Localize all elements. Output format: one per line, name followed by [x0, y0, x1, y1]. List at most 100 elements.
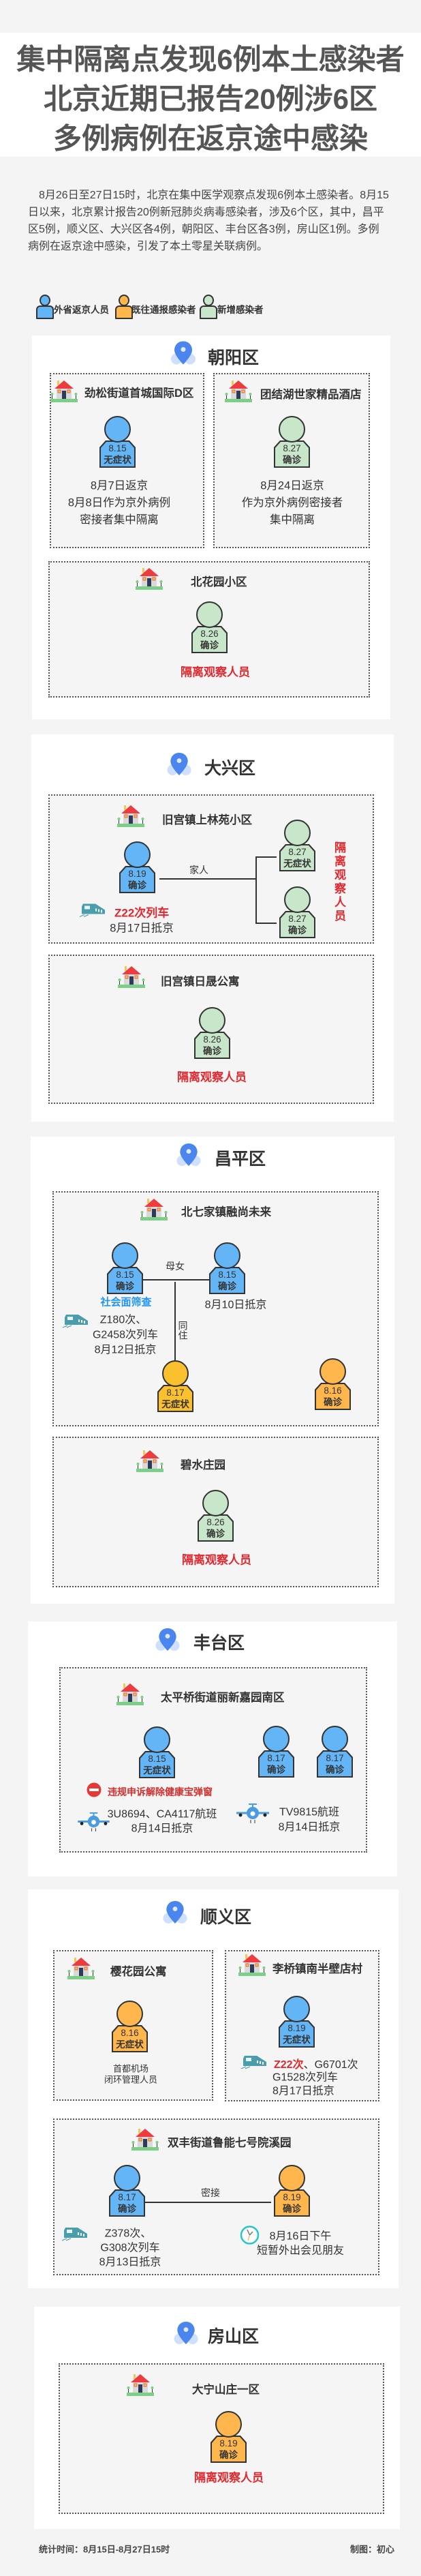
site-name: 旧宫镇日晟公寓 [161, 976, 240, 988]
case-status: 无症状 [104, 455, 131, 465]
site-box [59, 1667, 367, 1853]
alert-text: 违规申诉解除健康宝弹窗 [108, 1786, 213, 1797]
case-status: 确诊 [206, 1529, 225, 1539]
case-status: 确诊 [200, 640, 219, 650]
relation-label: 母女 [166, 1261, 185, 1272]
house-icon [67, 1956, 95, 1979]
case-date: 8.16 [121, 2028, 139, 2038]
flight-line: 3U8694、CA4117航班 [107, 1808, 217, 1821]
title-line-1: 集中隔离点发现6例本土感染者 [16, 43, 405, 76]
plane-icon [76, 1811, 112, 1832]
transport-line: G1528次列车 [272, 2071, 339, 2084]
train-icon [79, 902, 108, 918]
transport-line: 8月13日抵京 [99, 2256, 161, 2268]
case-status: 确诊 [116, 1281, 134, 1291]
case-date: 8.27 [288, 914, 307, 924]
relation-line [255, 856, 277, 858]
case-date: 8.19 [287, 2023, 306, 2033]
quarantine-tag: 隔离观察人员 [332, 841, 345, 923]
legend-label: 新增感染者 [217, 305, 264, 315]
transport-line: G2458次列车 [92, 1329, 159, 1341]
person-green-icon [200, 295, 217, 319]
site-box [53, 2118, 379, 2275]
legend-label: 外省返京人员 [54, 305, 109, 315]
title-band [0, 33, 421, 157]
quarantine-tag: 隔离观察人员 [194, 2471, 264, 2485]
stat-time: 统计时间：8月15日-8月27日15时 [39, 2544, 170, 2555]
case-date: 8.17 [166, 1388, 185, 1398]
district-name: 大兴区 [204, 759, 256, 778]
arrival-date: 8月17日抵京 [110, 922, 174, 935]
case-date: 8.19 [283, 2192, 301, 2202]
note-line: 8月7日返京 [90, 479, 149, 492]
district-name: 房山区 [208, 2327, 260, 2346]
site-name: 北花园小区 [191, 576, 247, 588]
house-icon [136, 1448, 163, 1472]
site-name: 团结湖世家精品酒店 [260, 389, 362, 401]
site-name: 李桥镇南半壁店村 [272, 1963, 362, 1975]
quarantine-tag: 隔离观察人员 [182, 1553, 251, 1567]
case-status: 确诊 [267, 1765, 285, 1775]
case-date: 8.15 [116, 1270, 134, 1280]
intro-paragraph: 8月26日至27日15时，北京在集中医学观察点发现6例本土感染者。8月15日以来… [28, 190, 389, 252]
case-status: 确诊 [283, 455, 301, 465]
case-status: 确诊 [283, 2204, 301, 2214]
house-icon [225, 378, 252, 402]
site-name: 樱花园公寓 [110, 1966, 167, 1978]
person-figure: 8.15 无症状 [99, 416, 136, 468]
house-icon [136, 566, 163, 590]
house-icon [116, 1681, 144, 1705]
case-date: 8.15 [108, 443, 127, 453]
site-name: 双丰街道鲁能七号院溪园 [168, 2137, 292, 2149]
train-icon [240, 2054, 269, 2069]
transport-line: Z180次、 [99, 1314, 147, 1326]
train-icon [62, 1313, 91, 1328]
location-pin-icon [166, 751, 192, 777]
note-line: 8月24日返京 [260, 479, 324, 492]
title-line-3: 多例病例在返京途中感染 [52, 122, 369, 155]
note-line: 8月8日作为京外病例 [67, 496, 171, 509]
relation-label: 同住 [177, 1321, 189, 1340]
house-icon [118, 964, 145, 988]
site-name: 北七家镇融尚未来 [181, 1206, 271, 1218]
title-line-2: 北京近期已报告20例涉6区 [43, 83, 378, 115]
relation-line [174, 1282, 176, 1361]
case-status: 确诊 [219, 2450, 238, 2460]
house-icon [131, 2127, 159, 2151]
district-name: 丰台区 [193, 1634, 245, 1653]
clock-icon [240, 2226, 260, 2245]
case-status: 确诊 [324, 1397, 342, 1407]
train-number-rest: 、G6701次 [303, 2059, 358, 2071]
note-line: 闭环管理人员 [104, 2074, 158, 2085]
case-date: 8.26 [203, 1034, 221, 1045]
plane-icon [235, 1802, 270, 1824]
site-box [48, 794, 374, 944]
person-figure: 8.19 确诊 [274, 2165, 310, 2217]
flight-line: TV9815航班 [279, 1806, 340, 1818]
case-date: 8.15 [218, 1270, 236, 1280]
site-name: 旧宫镇上林苑小区 [162, 814, 252, 826]
case-status: 确诊 [218, 1281, 236, 1291]
case-date: 8.17 [118, 2192, 136, 2202]
quarantine-tag: 隔离观察人员 [181, 665, 250, 679]
person-blue-icon [36, 295, 54, 319]
person-orange-icon [115, 295, 133, 319]
location-pin-icon [176, 1142, 202, 1167]
relation-label: 密接 [201, 2187, 220, 2198]
site-name: 劲松街道首城国际D区 [84, 387, 194, 400]
location-pin-icon [170, 340, 196, 366]
case-date: 8.26 [200, 629, 219, 639]
case-status: 确诊 [118, 2204, 136, 2214]
transport-line: Z378次、 [104, 2228, 152, 2240]
case-status: 确诊 [203, 1046, 221, 1056]
